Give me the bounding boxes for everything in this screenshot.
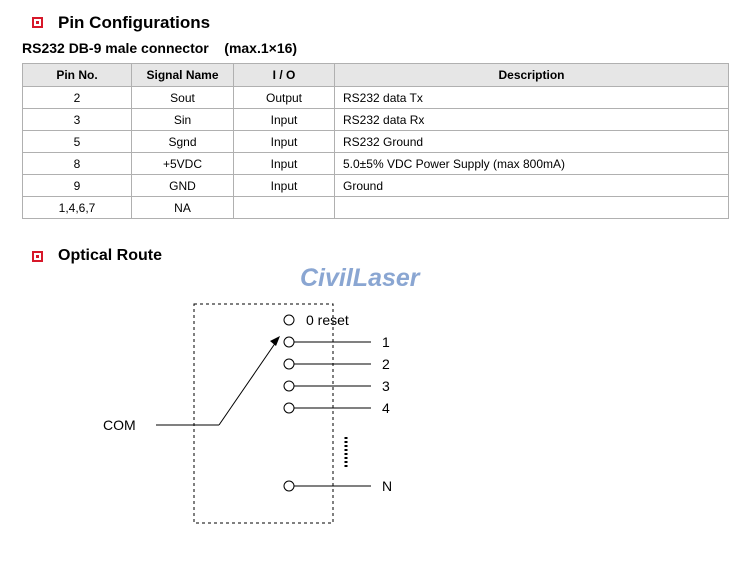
- port-label: 2: [382, 356, 390, 372]
- port-terminal: [283, 358, 295, 370]
- com-label: COM: [103, 417, 136, 433]
- description-cell: [334, 196, 729, 219]
- port-terminal: [283, 480, 295, 492]
- port-terminal: [283, 336, 295, 348]
- port-terminal: [283, 402, 295, 414]
- port-terminal: [283, 314, 295, 326]
- pin-no-cell: 1,4,6,7: [22, 196, 132, 219]
- section-square-icon: [32, 251, 43, 262]
- section-title-pin-configurations: Pin Configurations: [58, 13, 211, 32]
- io-cell: Input: [233, 174, 335, 197]
- signal-name-cell: NA: [131, 196, 234, 219]
- switch-arm: [218, 341, 277, 426]
- port-label: 0 reset: [306, 312, 349, 328]
- port-label: 1: [382, 334, 390, 350]
- io-cell: Output: [233, 86, 335, 109]
- description-cell: RS232 data Tx: [334, 86, 729, 109]
- switch-enclosure: [193, 303, 334, 524]
- port-label: 3: [382, 378, 390, 394]
- brand-logo: CivilLaser: [300, 264, 420, 292]
- port-label: 4: [382, 400, 390, 416]
- header-io: I / O: [233, 63, 335, 87]
- switch-arrowhead: [270, 336, 280, 346]
- port-terminal: [283, 380, 295, 392]
- connector-subtitle: RS232 DB-9 male connector (max.1×16): [22, 40, 298, 56]
- section-square-icon: [32, 17, 43, 28]
- header-description: Description: [334, 63, 729, 87]
- port-label: N: [382, 478, 392, 494]
- section-title-optical-route: Optical Route: [58, 247, 163, 264]
- table-header-row: Pin No. Signal Name I / O Description: [22, 63, 729, 87]
- description-cell: 5.0±5% VDC Power Supply (max 800mA): [334, 152, 729, 175]
